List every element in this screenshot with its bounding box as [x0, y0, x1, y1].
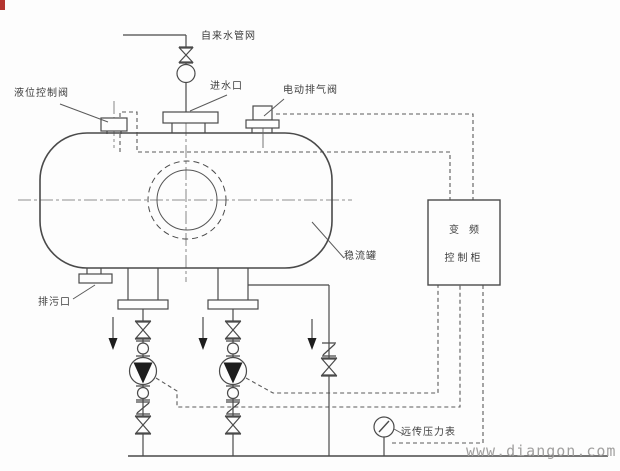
manhole-inner-circle	[156, 169, 218, 231]
leader-exhaust-valve	[263, 98, 285, 117]
pump2-pump-symbol	[218, 356, 248, 386]
remote-pressure-gauge-symbol	[373, 416, 395, 456]
gauge-needle	[378, 420, 390, 433]
flow-arrow-3	[307, 319, 317, 350]
scan-artifact-red-mark	[0, 0, 5, 10]
label-remote-pressure-gauge: 远传压力表	[401, 427, 456, 438]
watermark-text: www.diangon.com	[466, 442, 617, 460]
pump2-flange-plate	[207, 299, 259, 310]
pump1-flex-joint-upper-symbol	[136, 340, 150, 357]
leader-tank	[311, 221, 345, 259]
pump1-pump-symbol	[128, 356, 158, 386]
bypass-pipe	[248, 284, 330, 456]
leader-lines	[59, 94, 404, 435]
pump-leg-1	[117, 268, 169, 456]
leader-drain	[72, 284, 96, 300]
water-meter-symbol	[176, 63, 196, 84]
wire-exhaust-valve-to-cabinet	[276, 113, 474, 200]
level-control-valve-symbol	[100, 117, 128, 134]
pump1-flex-joint-lower-symbol	[136, 385, 150, 401]
pump1-tank-nozzle	[127, 268, 159, 300]
label-level-control-valve: 液位控制阀	[14, 88, 69, 99]
pump1-flange-plate	[117, 299, 169, 310]
pump2-gate-valve-lower-symbol	[224, 415, 242, 435]
leader-gauge	[393, 428, 404, 435]
pump1-check-valve-symbol	[136, 401, 150, 415]
flow-arrow-1	[108, 317, 118, 350]
tank-outline	[39, 132, 333, 269]
label-steady-flow-tank: 稳流罐	[344, 251, 377, 262]
vfd-control-cabinet-label: 变 频 控制柜	[428, 214, 500, 270]
pump2-gate-valve-upper-symbol	[224, 320, 242, 340]
inlet-shutoff-valve-symbol	[178, 46, 194, 64]
pump1-gate-valve-lower-symbol	[134, 415, 152, 435]
wire-gauge-to-cabinet	[389, 285, 484, 444]
cabinet-label-line2: 控制柜	[444, 252, 484, 264]
leader-level-valve	[59, 103, 109, 123]
pump2-flex-joint-lower-symbol	[226, 385, 240, 401]
steady-flow-tank	[39, 132, 333, 269]
electric-exhaust-valve-symbol	[245, 105, 280, 148]
control-wires	[119, 111, 484, 444]
vfd-control-cabinet-box	[427, 199, 501, 286]
pump2-tank-nozzle	[217, 268, 249, 300]
label-water-inlet: 进水口	[210, 81, 243, 92]
flow-arrows	[108, 317, 317, 350]
manhole-outer-circle	[147, 160, 227, 240]
pump2-flex-joint-upper-symbol	[226, 340, 240, 357]
pump1-gate-valve-upper-symbol	[134, 320, 152, 340]
label-electric-exhaust-valve: 电动排气阀	[283, 85, 338, 96]
wire-pump2-to-cabinet	[245, 285, 439, 394]
tap-water-pipe	[123, 34, 187, 123]
inlet-piping	[123, 34, 219, 133]
flow-arrow-2	[198, 317, 208, 350]
bypass-leg	[248, 284, 338, 456]
pump2-check-valve-symbol	[226, 401, 240, 415]
label-drain-outlet: 排污口	[38, 297, 71, 308]
leader-inlet	[189, 94, 228, 112]
bypass-gate-valve-symbol	[320, 357, 338, 377]
cabinet-label-line1: 变 频	[449, 224, 479, 236]
wire-pump1-to-cabinet	[155, 285, 461, 408]
wire-level-valve-to-cabinet	[119, 111, 451, 200]
label-tap-water-network: 自来水管网	[201, 31, 256, 42]
drain-outlet-symbol	[78, 268, 113, 284]
inlet-flange	[162, 111, 219, 133]
bypass-check-valve-symbol	[322, 342, 336, 357]
pump-leg-2	[207, 268, 259, 456]
